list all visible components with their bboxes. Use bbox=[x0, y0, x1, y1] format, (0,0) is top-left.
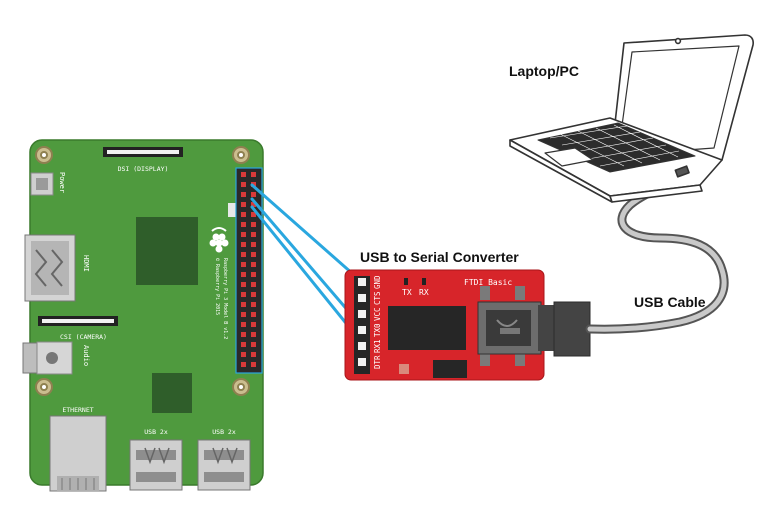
hdmi-label: HDMI bbox=[82, 255, 90, 272]
ftdi-pin-label-gnd: GND bbox=[373, 275, 382, 289]
gpio-pin bbox=[251, 282, 256, 287]
mini-usb-connector bbox=[477, 301, 542, 355]
gpio-pin bbox=[251, 242, 256, 247]
soc-chip bbox=[136, 217, 198, 285]
gpio-pin bbox=[241, 252, 246, 257]
mounting-holes bbox=[35, 146, 250, 396]
gpio-pin bbox=[251, 352, 256, 357]
gpio-pin bbox=[241, 282, 246, 287]
gpio-pin bbox=[241, 292, 246, 297]
raspberry-logo-icon bbox=[209, 227, 229, 253]
ftdi-pins bbox=[358, 278, 366, 366]
ethernet-label: ETHERNET bbox=[62, 406, 93, 414]
touchpad bbox=[544, 147, 594, 167]
gpio-pin bbox=[251, 192, 256, 197]
usb-port-left bbox=[129, 439, 183, 491]
ftdi-pin-label-cts: CTS bbox=[373, 291, 382, 305]
gpio-pin bbox=[251, 232, 256, 237]
audio-label: Audio bbox=[82, 345, 90, 366]
ftdi-pin-label-dtr: DTR bbox=[373, 355, 382, 369]
gpio-pin bbox=[251, 252, 256, 257]
ftdi-pin-dtr bbox=[358, 358, 366, 366]
gpio-pin bbox=[241, 312, 246, 317]
rx-led bbox=[422, 278, 426, 285]
gpio-pin bbox=[241, 192, 246, 197]
ftdi-chip bbox=[388, 306, 466, 350]
dsi-label: DSI (DISPLAY) bbox=[118, 165, 169, 173]
ftdi-pin-tx0 bbox=[358, 326, 366, 334]
laptop-usb-port bbox=[674, 165, 690, 178]
ftdi-pin-label-vcc: VCC bbox=[373, 307, 382, 321]
gpio-pin bbox=[241, 332, 246, 337]
model-label: Raspberry Pi 3 Model B v1.2 bbox=[222, 258, 228, 339]
gpio-pin bbox=[251, 202, 256, 207]
usb-cable-plug bbox=[538, 301, 591, 357]
ftdi-title: FTDI Basic bbox=[464, 278, 512, 287]
csi-label: CSI (CAMERA) bbox=[60, 333, 107, 341]
ftdi-pin-label-tx0: TX0 bbox=[373, 323, 382, 337]
gpio-pin bbox=[251, 272, 256, 277]
ftdi-pin-vcc bbox=[358, 310, 366, 318]
ftdi-pin-labels: DTR RX1 TX0 VCC CTS GND bbox=[373, 275, 382, 369]
usb-left-label: USB 2x bbox=[144, 428, 168, 436]
tx-led bbox=[404, 278, 408, 285]
transistor bbox=[433, 360, 467, 378]
ftdi-pin-gnd bbox=[358, 278, 366, 286]
wire-gnd bbox=[250, 183, 364, 284]
ftdi-pin-rx1 bbox=[358, 342, 366, 350]
gpio-pin bbox=[241, 302, 246, 307]
gpio-pin bbox=[241, 172, 246, 177]
usb-right-label: USB 2x bbox=[212, 428, 236, 436]
ftdi-pin-label-rx1: RX1 bbox=[373, 339, 382, 353]
gpio-pin bbox=[241, 262, 246, 267]
rx-label: RX bbox=[419, 288, 429, 297]
tx-label: TX bbox=[402, 288, 412, 297]
hdmi-port bbox=[24, 234, 76, 302]
gpio-pin bbox=[251, 212, 256, 217]
usb-cable bbox=[585, 171, 729, 334]
gpio-pin bbox=[241, 322, 246, 327]
gpio-pin bbox=[251, 222, 256, 227]
gpio-pin bbox=[251, 292, 256, 297]
gpio-pin bbox=[241, 342, 246, 347]
converter-label: USB to Serial Converter bbox=[360, 249, 519, 265]
ethernet-port bbox=[49, 415, 107, 492]
gpio-pin bbox=[251, 172, 256, 177]
gpio-pin bbox=[251, 362, 256, 367]
webcam-icon bbox=[674, 37, 682, 45]
usb-port-right bbox=[197, 439, 251, 491]
gpio-header bbox=[235, 167, 263, 374]
power-label: Power bbox=[58, 172, 66, 193]
gpio-pin bbox=[251, 312, 256, 317]
gpio-pin bbox=[251, 342, 256, 347]
lan-chip bbox=[152, 373, 192, 413]
gpio-pin bbox=[251, 332, 256, 337]
gpio-pin bbox=[251, 262, 256, 267]
raspberry-pi-board: DSI (DISPLAY) Power HDMI CSI (CAMERA) Au… bbox=[22, 139, 264, 492]
gpio-pin bbox=[241, 222, 246, 227]
gpio-pin bbox=[241, 272, 246, 277]
gpio-pin bbox=[241, 242, 246, 247]
wire-tx bbox=[250, 197, 364, 329]
ftdi-pin-cts bbox=[358, 294, 366, 302]
cable-label: USB Cable bbox=[634, 294, 706, 310]
laptop-label: Laptop/PC bbox=[509, 63, 579, 79]
gpio-pin bbox=[241, 352, 246, 357]
gpio-pin bbox=[251, 302, 256, 307]
gpio-pin bbox=[251, 322, 256, 327]
gpio-pins bbox=[241, 172, 256, 367]
gpio-pin bbox=[241, 202, 246, 207]
laptop-icon bbox=[509, 34, 754, 203]
gpio-pin bbox=[241, 212, 246, 217]
jumper-wires bbox=[250, 183, 364, 345]
gpio-pin bbox=[241, 182, 246, 187]
led-component bbox=[399, 364, 409, 374]
audio-jack bbox=[22, 341, 73, 375]
wire-rx bbox=[250, 205, 364, 345]
gpio-pin bbox=[241, 232, 246, 237]
gpio-pin bbox=[241, 362, 246, 367]
copyright-label: © Raspberry Pi 2015 bbox=[214, 258, 220, 315]
